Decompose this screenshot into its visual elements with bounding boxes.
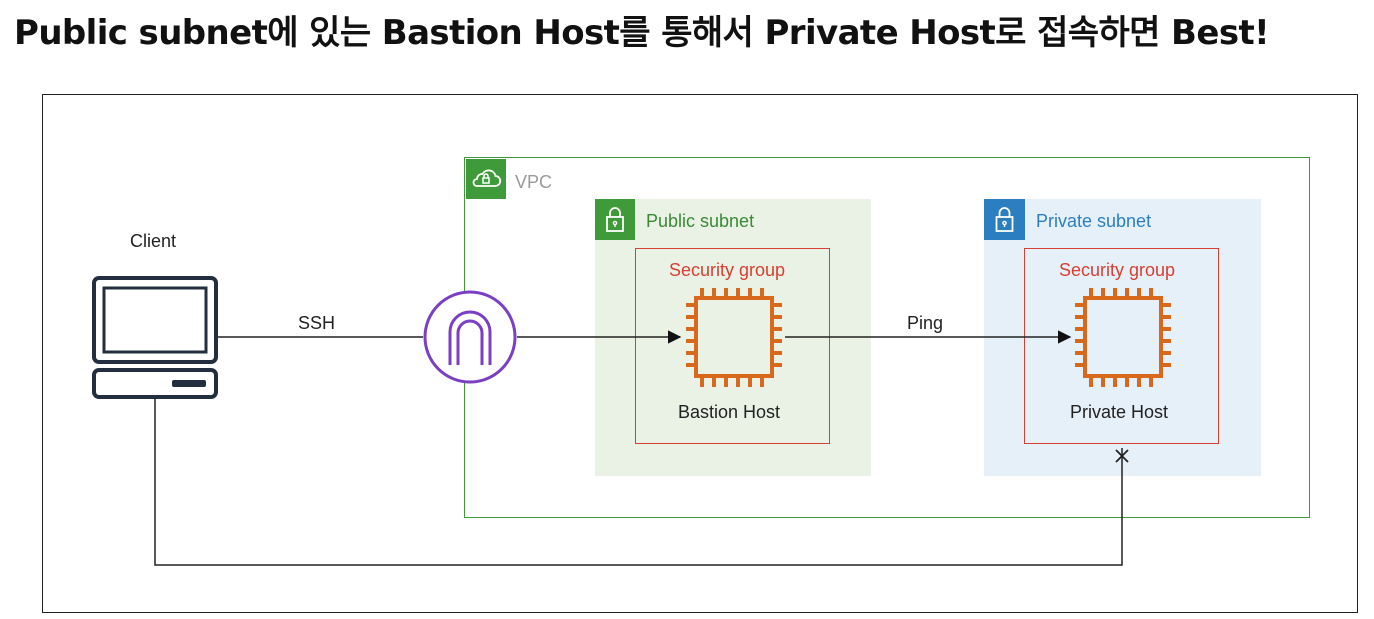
- private-host-label: Private Host: [1070, 402, 1169, 422]
- public-subnet-label: Public subnet: [646, 211, 755, 231]
- security-group-label-public: Security group: [669, 260, 786, 280]
- client-computer-icon: [92, 276, 218, 399]
- diagram-frame: [42, 94, 1358, 613]
- blocked-x-icon: [1115, 449, 1129, 463]
- bastion-ec2-icon: [686, 288, 782, 387]
- vpc-cloud-icon: [466, 159, 506, 199]
- bastion-host-label: Bastion Host: [678, 402, 781, 422]
- bastion-security-group: [635, 248, 830, 444]
- internet-gateway-icon: [423, 290, 517, 384]
- blocked-direct-connector: [154, 399, 1123, 566]
- vpc-label: VPC: [515, 172, 553, 192]
- page-title: Public subnet에 있는 Bastion Host를 통해서 Priv…: [14, 13, 1270, 53]
- ping-label: Ping: [907, 313, 944, 333]
- private-host-ec2-icon: [1075, 288, 1171, 387]
- private-subnet-lock-icon: [984, 199, 1025, 240]
- security-group-label-private: Security group: [1059, 260, 1176, 280]
- private-security-group: [1024, 248, 1219, 444]
- public-subnet-lock-icon: [595, 199, 635, 240]
- client-label: Client: [130, 231, 177, 251]
- private-subnet-label: Private subnet: [1036, 211, 1152, 231]
- ssh-label: SSH: [298, 313, 336, 333]
